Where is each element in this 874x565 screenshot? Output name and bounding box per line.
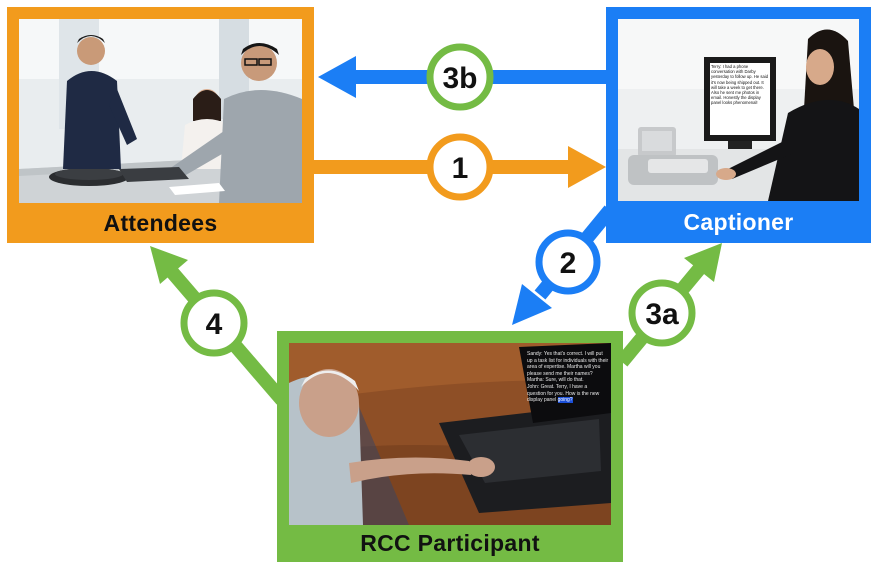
- screen-line: area of expertise. Martha will you: [527, 364, 601, 371]
- attendees-label: Attendees: [103, 210, 218, 236]
- captioner-box: Terry: I had a phone conversation with D…: [606, 7, 871, 243]
- rcc-participant-label: RCC Participant: [360, 530, 540, 556]
- screen-line: please send me their names?: [527, 370, 593, 377]
- step-label: 2: [560, 247, 577, 280]
- screen-line: question for you. How is the new: [527, 390, 600, 397]
- rcc-participant-photo: Sandy: Yes that's correct. I will put up…: [289, 343, 611, 525]
- screen-line: display panel going?: [527, 397, 573, 404]
- captioner-workstation-illustration: Terry: I had a phone conversation with D…: [618, 19, 859, 201]
- screen-line: up a task list for individuals with thei…: [527, 357, 609, 364]
- screen-line: Martha: Sure, will do that.: [527, 377, 584, 384]
- step-label: 1: [452, 152, 469, 185]
- captioner-label: Captioner: [683, 209, 794, 235]
- step-badge-1: 1: [426, 133, 494, 201]
- step-badge-4: 4: [180, 289, 248, 357]
- captioner-screen-text: Terry: I had a phone conversation with D…: [711, 64, 769, 106]
- attendees-photo: [19, 19, 302, 203]
- participant-laptop-illustration: Sandy: Yes that's correct. I will put up…: [289, 343, 611, 525]
- step-badge-3b: 3b: [426, 43, 494, 111]
- step-label: 4: [206, 308, 223, 341]
- step-badge-2: 2: [535, 229, 601, 295]
- step-label: 3a: [645, 298, 679, 331]
- rcc-screen-text: Sandy: Yes that's correct. I will put up…: [527, 351, 611, 417]
- screen-line: John: Great. Terry, I have a: [527, 383, 588, 390]
- rcc-participant-box: Sandy: Yes that's correct. I will put up…: [277, 331, 623, 562]
- highlighted-word: going?: [557, 397, 573, 404]
- step-label: 3b: [442, 62, 477, 95]
- screen-line: Sandy: Yes that's correct. I will put: [527, 351, 603, 357]
- captioner-photo: Terry: I had a phone conversation with D…: [618, 19, 859, 201]
- step-badge-3a: 3a: [628, 279, 696, 347]
- meeting-room-illustration: [19, 19, 302, 203]
- attendees-box: Attendees: [7, 7, 314, 243]
